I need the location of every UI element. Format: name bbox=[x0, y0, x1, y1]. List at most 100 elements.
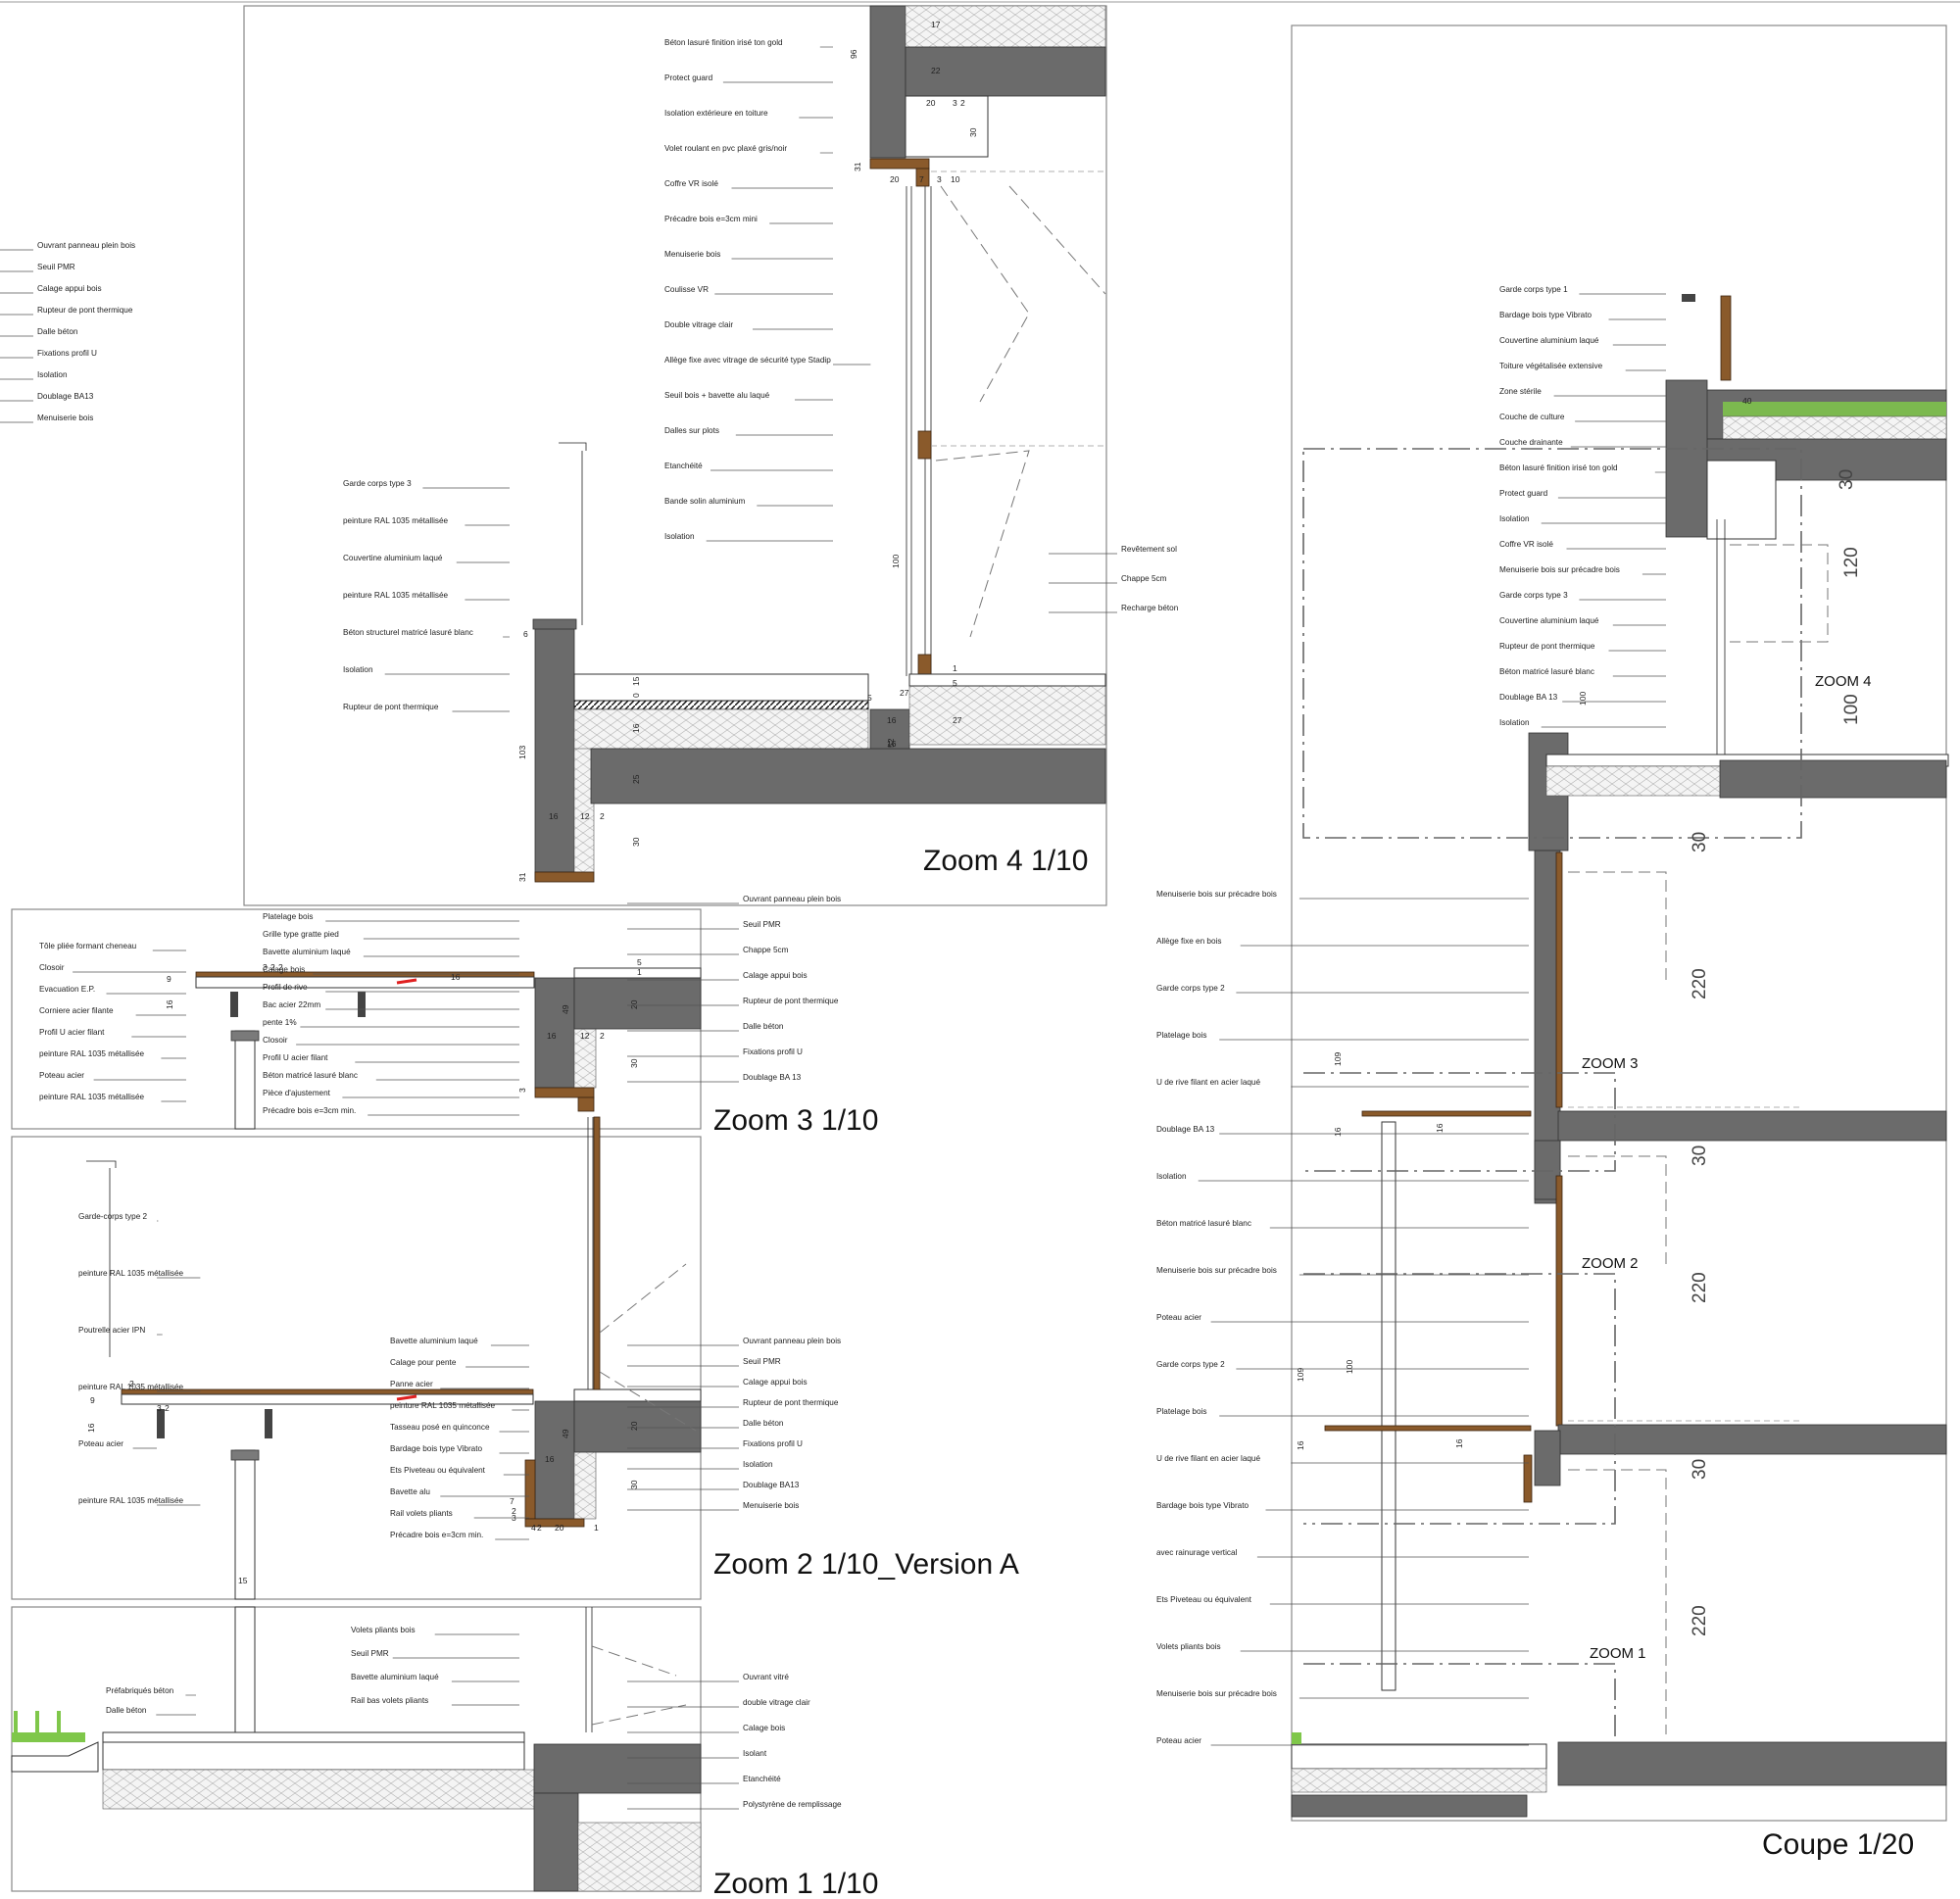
svg-text:49: 49 bbox=[561, 1429, 570, 1438]
annotation-label: Dalle béton bbox=[37, 327, 78, 336]
annotation-label: Grille type gratte pied bbox=[263, 930, 339, 939]
annotation-label: Béton matricé lasuré blanc bbox=[263, 1071, 358, 1080]
annotation-label: Panne acier bbox=[390, 1380, 433, 1388]
annotation-label: Bavette alu bbox=[390, 1487, 430, 1496]
svg-text:2: 2 bbox=[270, 962, 275, 972]
svg-text:16: 16 bbox=[451, 972, 461, 982]
annotation-label: peinture RAL 1035 métallisée bbox=[343, 591, 449, 600]
annotation-label: Précadre bois e=3cm min. bbox=[263, 1106, 356, 1115]
svg-text:16: 16 bbox=[165, 999, 174, 1009]
svg-text:9: 9 bbox=[90, 1395, 95, 1405]
annotation-label: Evacuation E.P. bbox=[39, 985, 95, 994]
annotation-label: peinture RAL 1035 métallisée bbox=[78, 1269, 184, 1278]
annotation-label: Calage appui bois bbox=[743, 971, 808, 980]
svg-text:2: 2 bbox=[278, 962, 283, 972]
annotation-label: Calage appui bois bbox=[37, 284, 102, 293]
annotation-label: Couvertine aluminium laqué bbox=[343, 554, 443, 562]
svg-text:2: 2 bbox=[600, 1031, 605, 1041]
annotation-label: Seuil PMR bbox=[351, 1649, 389, 1658]
annotation-label: Ouvrant vitré bbox=[743, 1673, 789, 1681]
annotation-label: Isolation bbox=[37, 370, 68, 379]
annotation-label: Volets pliants bois bbox=[1156, 1642, 1221, 1651]
annotation-label: Chappe 5cm bbox=[1121, 574, 1167, 583]
annotation-label: Profil U acier filant bbox=[263, 1053, 328, 1062]
annotation-label: Poteau acier bbox=[78, 1439, 123, 1448]
svg-text:3: 3 bbox=[157, 1403, 162, 1413]
annotation-label: Poteau acier bbox=[1156, 1313, 1201, 1322]
annotation-label: Doublage BA 13 bbox=[1499, 693, 1558, 702]
svg-text:6: 6 bbox=[523, 629, 528, 639]
annotation-label: Calage appui bois bbox=[743, 1378, 808, 1387]
annotation-label: Précadre bois e=3cm mini bbox=[664, 215, 758, 223]
annotation-label: Béton lasuré finition irisé ton gold bbox=[1499, 463, 1618, 472]
annotation-label: Seuil PMR bbox=[37, 263, 75, 271]
annotation-label: Bande solin aluminium bbox=[664, 497, 746, 506]
annotation-label: peinture RAL 1035 métallisée bbox=[78, 1383, 184, 1391]
annotation-label: Menuiserie bois bbox=[743, 1501, 799, 1510]
svg-text:2: 2 bbox=[537, 1523, 542, 1533]
svg-text:2: 2 bbox=[600, 811, 605, 821]
svg-text:16: 16 bbox=[547, 1031, 557, 1041]
annotation-label: Dalles sur plots bbox=[664, 426, 719, 435]
svg-text:30: 30 bbox=[968, 127, 978, 137]
annotation-label: Garde corps type 3 bbox=[343, 479, 412, 488]
svg-text:30: 30 bbox=[1837, 469, 1857, 490]
annotation-label: Rupteur de pont thermique bbox=[343, 703, 439, 711]
annotation-label: Garde corps type 3 bbox=[1499, 591, 1568, 600]
annotation-label: avec rainurage vertical bbox=[1156, 1548, 1238, 1557]
svg-text:30: 30 bbox=[1690, 832, 1710, 852]
zoom3-tag: ZOOM 3 bbox=[1582, 1055, 1639, 1072]
annotation-label: Fixations profil U bbox=[743, 1047, 803, 1056]
annotation-label: Bac acier 22mm bbox=[263, 1000, 320, 1009]
annotation-label: Bavette aluminium laqué bbox=[390, 1337, 478, 1345]
annotation-label: Fixations profil U bbox=[37, 349, 97, 358]
annotation-label: Closoir bbox=[263, 1036, 288, 1045]
zoom1-title: Zoom 1 1/10 bbox=[713, 1868, 878, 1899]
svg-text:7: 7 bbox=[919, 174, 924, 184]
svg-text:96: 96 bbox=[849, 49, 858, 59]
annotation-label: peinture RAL 1035 métallisée bbox=[78, 1496, 184, 1505]
svg-text:15: 15 bbox=[238, 1576, 248, 1585]
svg-text:1: 1 bbox=[637, 967, 642, 977]
annotation-label: Rail volets pliants bbox=[390, 1509, 453, 1518]
annotation-label: Garde corps type 2 bbox=[1156, 1360, 1225, 1369]
annotation-label: Bavette aluminium laqué bbox=[351, 1673, 439, 1681]
svg-text:15: 15 bbox=[631, 676, 641, 686]
annotation-label: Dalle béton bbox=[106, 1706, 147, 1715]
annotation-label: Toiture végétalisée extensive bbox=[1499, 362, 1603, 370]
annotation-label: Isolation bbox=[743, 1460, 773, 1469]
svg-text:17: 17 bbox=[931, 20, 941, 29]
annotation-label: Polystyrène de remplissage bbox=[743, 1800, 842, 1809]
annotation-label: U de rive filant en acier laqué bbox=[1156, 1078, 1260, 1087]
annotation-label: Rupteur de pont thermique bbox=[743, 1398, 839, 1407]
annotation-label: Doublage BA13 bbox=[743, 1481, 800, 1489]
svg-text:2: 2 bbox=[165, 1403, 170, 1413]
svg-text:2: 2 bbox=[960, 98, 965, 108]
svg-text:27: 27 bbox=[900, 688, 909, 698]
zoom1-tag: ZOOM 1 bbox=[1590, 1645, 1646, 1662]
annotation-label: Isolation bbox=[1499, 514, 1530, 523]
svg-text:16: 16 bbox=[1435, 1123, 1445, 1133]
svg-text:52: 52 bbox=[886, 738, 896, 748]
svg-text:16: 16 bbox=[1296, 1440, 1305, 1450]
svg-text:22: 22 bbox=[931, 66, 941, 75]
svg-text:12: 12 bbox=[580, 1031, 590, 1041]
annotation-label: Platelage bois bbox=[263, 912, 313, 921]
annotation-label: Couvertine aluminium laqué bbox=[1499, 336, 1599, 345]
annotation-label: Bardage bois type Vibrato bbox=[1156, 1501, 1250, 1510]
annotation-label: Volet roulant en pvc plaxé gris/noir bbox=[664, 144, 787, 153]
svg-text:16: 16 bbox=[545, 1454, 555, 1464]
annotation-label: Poutrelle acier IPN bbox=[78, 1326, 145, 1335]
annotation-label: Isolation bbox=[343, 665, 373, 674]
annotation-label: Etanchéité bbox=[664, 462, 703, 470]
svg-text:3: 3 bbox=[263, 962, 268, 972]
annotation-label: peinture RAL 1035 métallisée bbox=[39, 1049, 145, 1058]
svg-text:220: 220 bbox=[1690, 1605, 1710, 1636]
annotation-label: peinture RAL 1035 métallisée bbox=[390, 1401, 496, 1410]
annotation-label: Zone stérile bbox=[1499, 387, 1542, 396]
annotation-label: Ets Piveteau ou équivalent bbox=[390, 1466, 486, 1475]
annotation-label: Fixations profil U bbox=[743, 1439, 803, 1448]
svg-text:7: 7 bbox=[510, 1496, 514, 1506]
